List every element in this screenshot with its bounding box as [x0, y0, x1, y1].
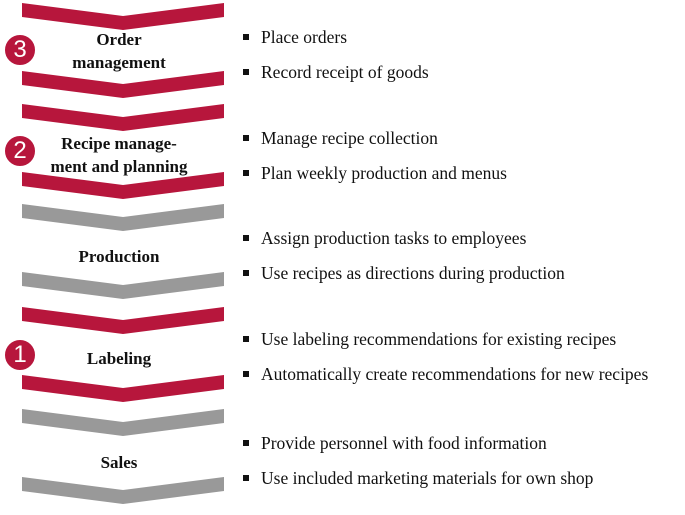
bullet-item: Manage recipe collection [243, 126, 507, 161]
stage-chevron-inner [22, 17, 224, 84]
step-badge-1: 1 [3, 338, 37, 372]
step-badge-2: 2 [3, 134, 37, 168]
bullet-list-recipe-management: Manage recipe collection Plan weekly pro… [243, 126, 507, 196]
stage-title-production: Production [78, 246, 160, 266]
bullet-item: Record receipt of goods [243, 60, 429, 95]
stage-chevron-inner [22, 218, 224, 285]
stage-title-labeling: Labeling [86, 348, 152, 368]
stage-title-sales: Sales [100, 452, 138, 472]
bullet-item: Provide personnel with food information [243, 431, 593, 466]
bullet-item: Use labeling recommendations for existin… [243, 327, 648, 362]
stage-title-order-management: Order management [72, 30, 166, 72]
bullet-list-production: Assign production tasks to employees Use… [243, 226, 565, 296]
stage-chevron-inner [22, 321, 224, 388]
bullet-list-sales: Provide personnel with food information … [243, 431, 593, 501]
bullet-list-order-management: Place orders Record receipt of goods [243, 25, 429, 95]
step-badge-3: 3 [3, 33, 37, 67]
bullet-item: Automatically create recommendations for… [243, 362, 648, 397]
bullet-item: Use included marketing materials for own… [243, 466, 593, 501]
bullet-item: Plan weekly production and menus [243, 161, 507, 196]
stage-title-recipe-management: Recipe manage- ment and planning [50, 134, 188, 176]
stage-chevron-inner [22, 423, 224, 490]
bullet-item: Assign production tasks to employees [243, 226, 565, 261]
bullet-item: Place orders [243, 25, 429, 60]
process-flow-diagram [22, 3, 224, 504]
bullet-list-labeling: Use labeling recommendations for existin… [243, 327, 648, 397]
bullet-item: Use recipes as directions during product… [243, 261, 565, 296]
stage-chevron-inner [22, 118, 224, 185]
